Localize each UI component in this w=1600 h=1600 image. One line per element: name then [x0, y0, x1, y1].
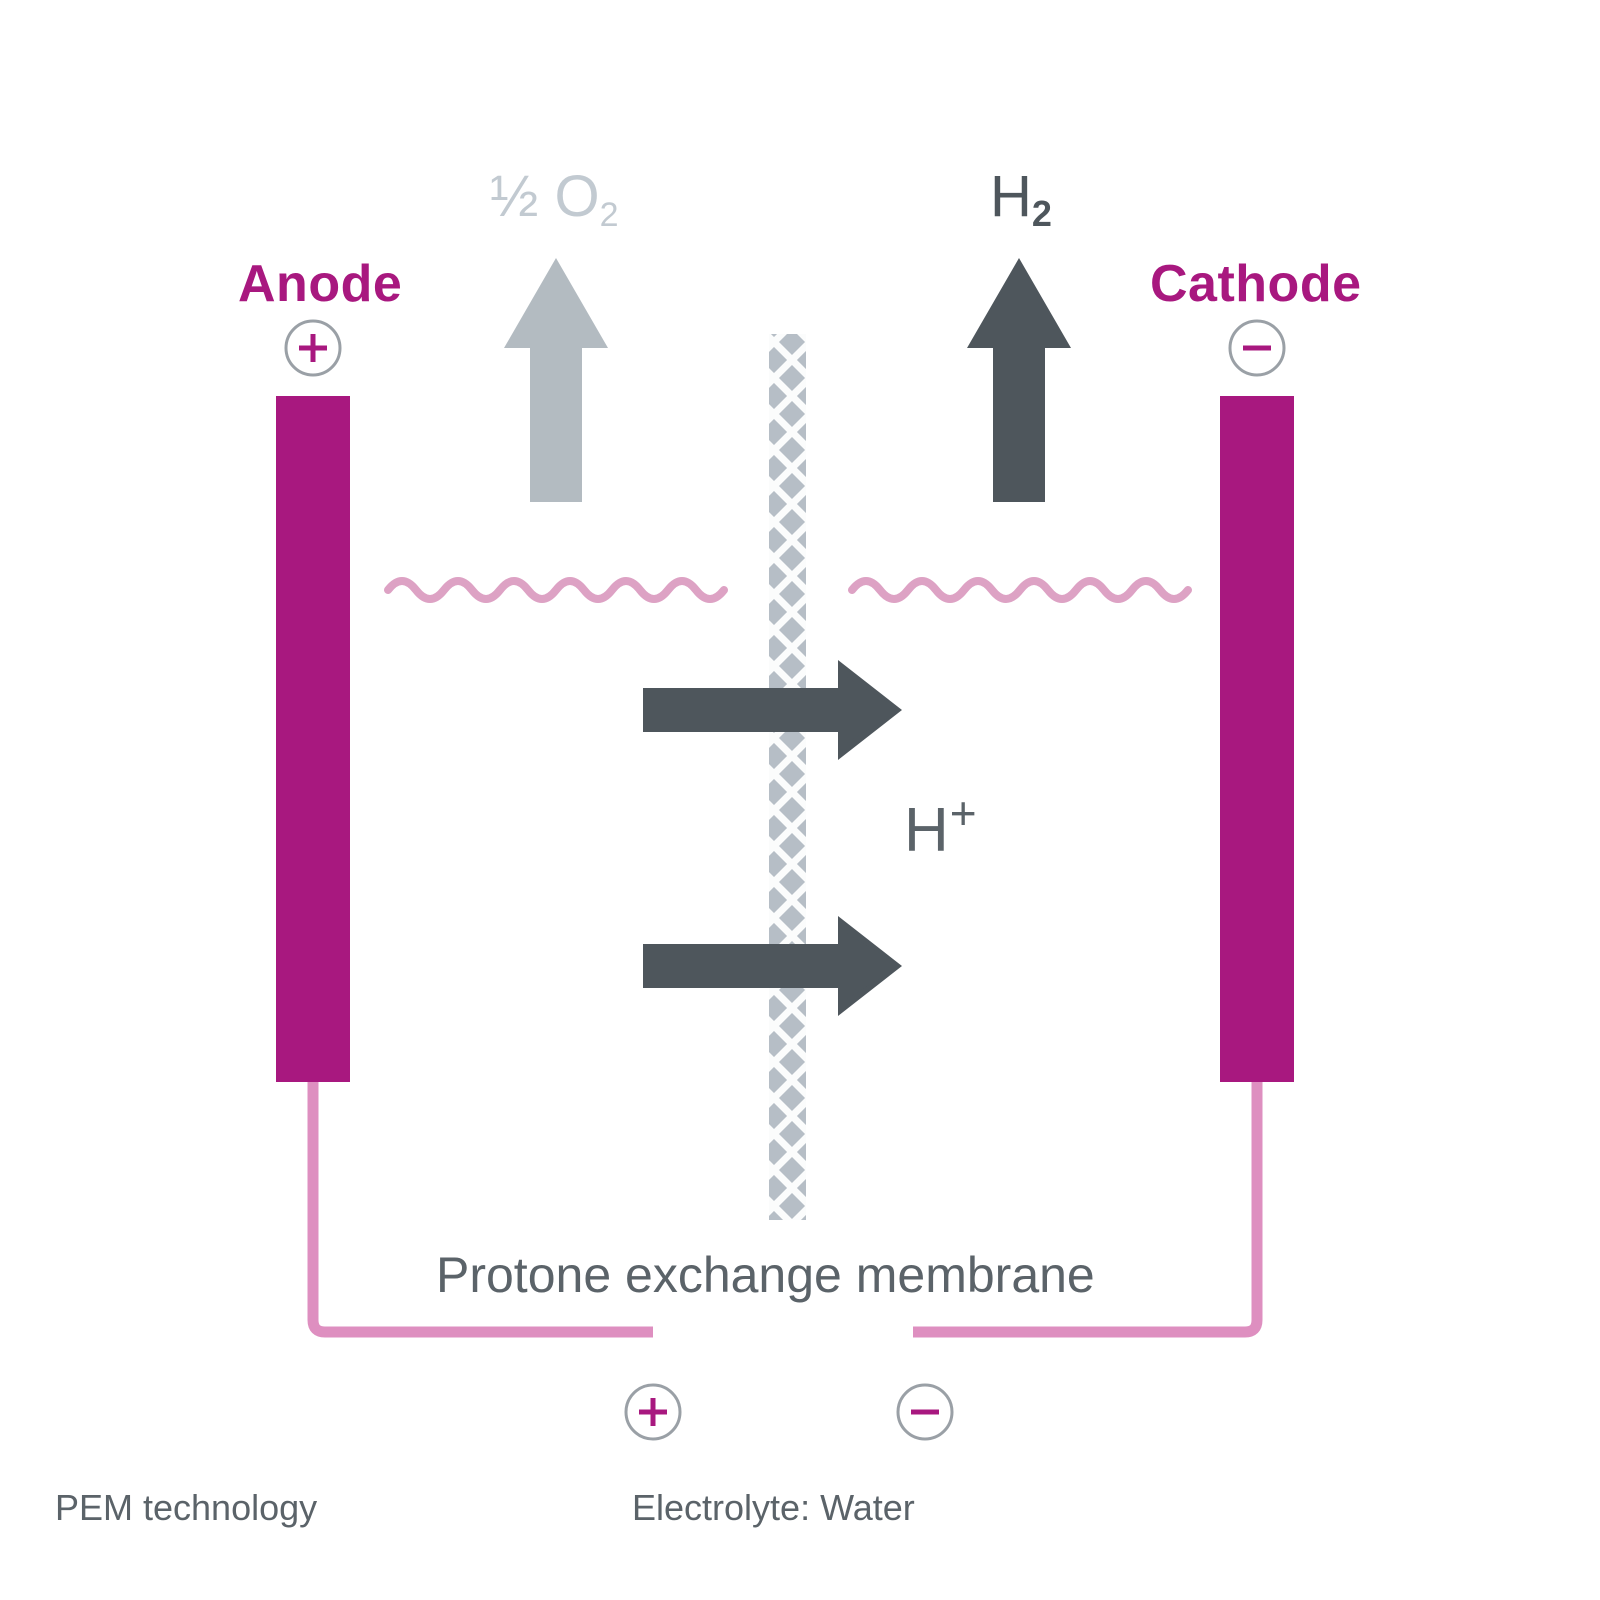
proton-symbol: H	[904, 796, 949, 865]
oxygen-gas-label: ½ O2	[490, 168, 619, 233]
hydrogen-gas-label: H2	[990, 168, 1052, 232]
circuit-plus-circle-icon	[624, 1383, 682, 1441]
anode-circuit-wire	[307, 1082, 653, 1338]
cathode-label: Cathode	[1150, 255, 1362, 313]
cathode-minus-circle-icon	[1228, 319, 1286, 377]
footer-electrolyte-note: Electrolyte: Water	[632, 1487, 915, 1528]
water-surface-right	[848, 577, 1192, 603]
proton-charge-superscript: +	[949, 787, 977, 839]
cathode-circuit-wire	[913, 1082, 1263, 1338]
membrane-caption: Protone exchange membrane	[436, 1247, 1095, 1303]
proton-arrow-lower-icon	[643, 916, 902, 1016]
hydrogen-formula: H	[990, 164, 1032, 229]
anode-label: Anode	[238, 255, 403, 313]
oxygen-subscript: 2	[599, 196, 619, 234]
anode-electrode	[276, 396, 350, 1082]
hydrogen-arrow-up-icon	[967, 258, 1071, 502]
proton-arrow-upper-icon	[643, 660, 902, 760]
water-surface-left	[384, 577, 728, 603]
membrane	[769, 334, 806, 1220]
anode-plus-circle-icon	[284, 319, 342, 377]
proton-ion-label: H+	[904, 790, 977, 862]
footer-technology-note: PEM technology	[55, 1487, 318, 1528]
oxygen-arrow-up-icon	[504, 258, 608, 502]
oxygen-formula: ½ O	[490, 164, 600, 229]
circuit-minus-circle-icon	[896, 1383, 954, 1441]
hydrogen-subscript: 2	[1031, 193, 1052, 234]
cathode-electrode	[1220, 396, 1294, 1082]
